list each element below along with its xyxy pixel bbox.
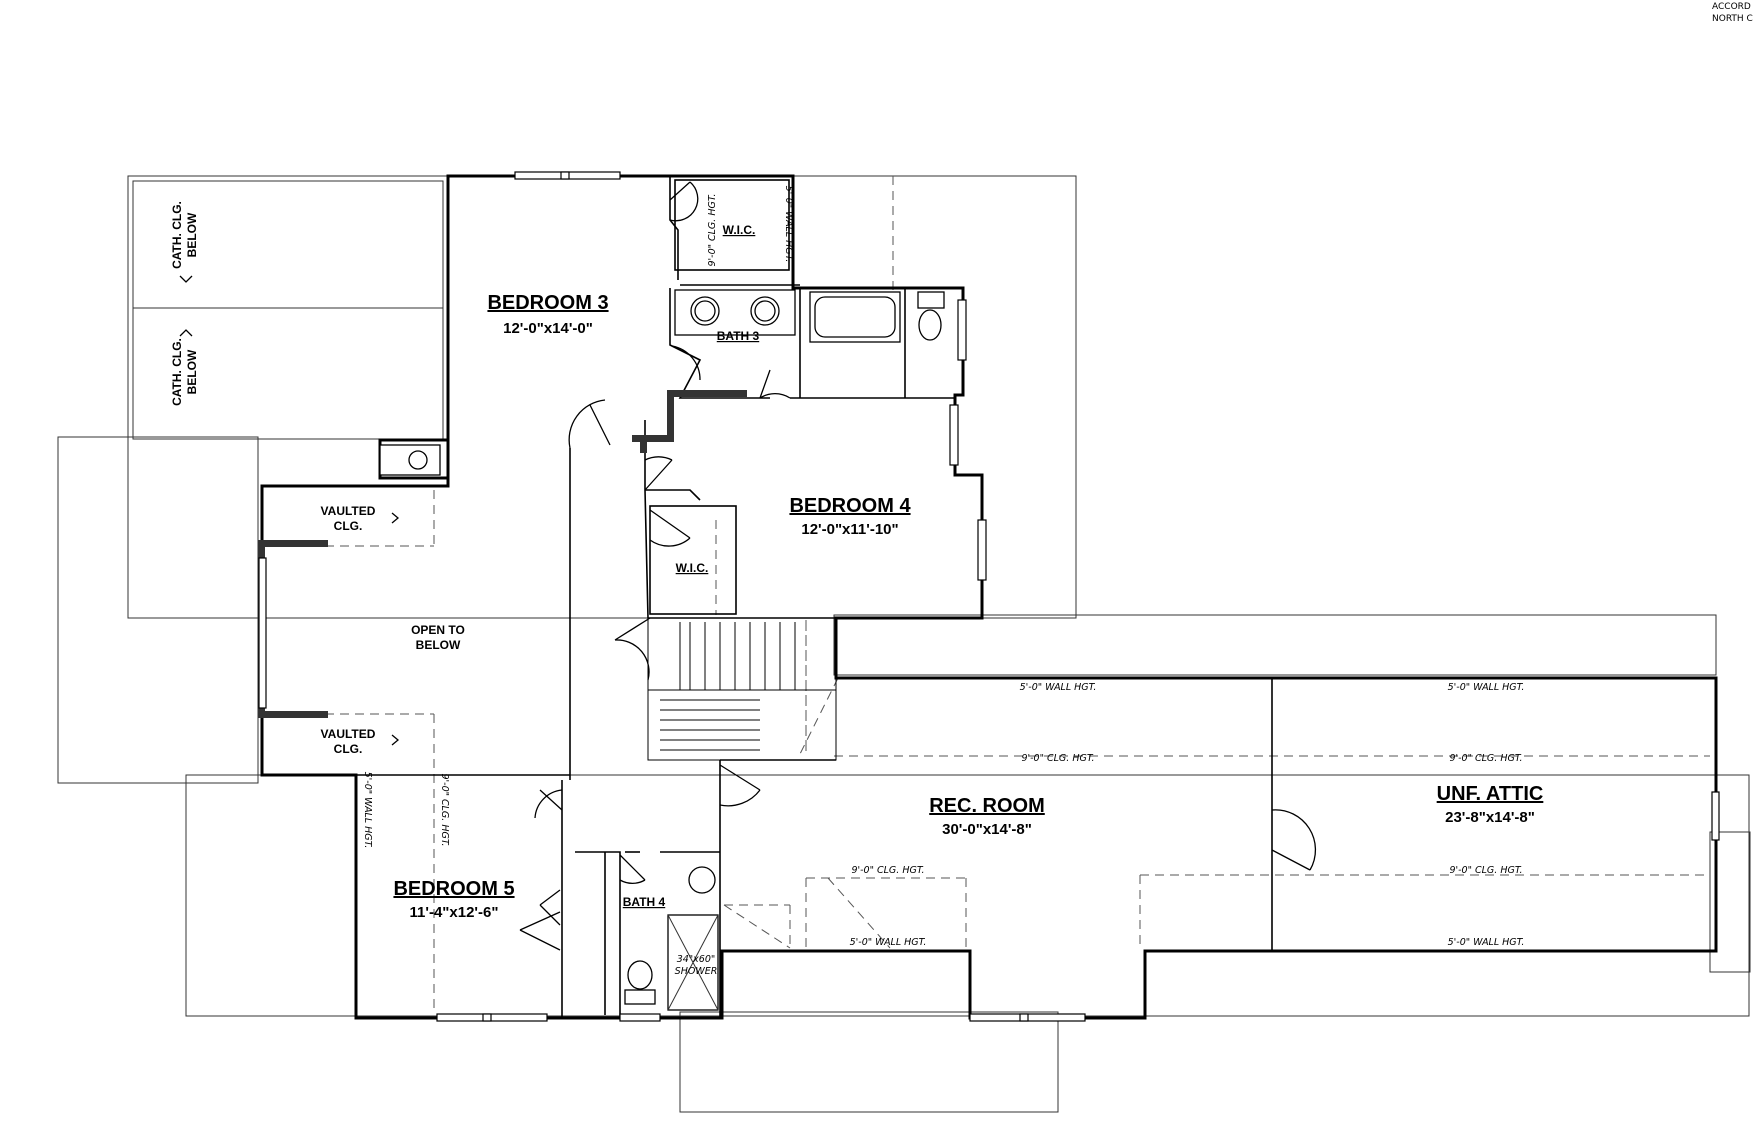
attic-wall-top-note: 5'-0" WALL HGT. [1448, 682, 1525, 693]
open-to-below-line-1: OPEN TO [411, 623, 465, 637]
cath-upper-line-2: BELOW [185, 212, 199, 257]
fixtures [379, 289, 945, 1011]
corner-note-line-2: NORTH C [1712, 14, 1753, 24]
unf-attic-name: UNF. ATTIC [1437, 783, 1544, 805]
rec-wall-top-note: 5'-0" WALL HGT. [1020, 682, 1097, 693]
attic-clg-mid-note: 9'-0" CLG. HGT. [1449, 753, 1522, 764]
cath-lower-arrow-icon [179, 329, 193, 337]
vaulted-top-line-2: CLG. [334, 519, 363, 533]
unf-attic-dims: 23'-8"x14'-8" [1445, 809, 1535, 826]
cath-upper-line-1: CATH. CLG. [170, 201, 184, 269]
rec-room-name: REC. ROOM [929, 795, 1045, 817]
cath-lower-line-2: BELOW [185, 349, 199, 394]
vaulted-top-arrow-icon [391, 512, 400, 524]
bed5-wall-note: 5'-0" WALL HGT. [362, 772, 373, 849]
bath-3-label: BATH 3 [717, 329, 760, 343]
shower-line-1: 34"x60" [677, 954, 716, 965]
rec-room-dims: 30'-0"x14'-8" [942, 821, 1032, 838]
wic-wall-note: 5'-0" WALL HGT. [783, 186, 794, 263]
cath-upper-arrow-icon [179, 275, 193, 283]
vaulted-bottom-line-1: VAULTED [321, 727, 376, 741]
arrows [179, 275, 400, 746]
vaulted-top-line-1: VAULTED [321, 504, 376, 518]
bedroom-4-name: BEDROOM 4 [789, 495, 911, 517]
attic-wall-bottom-note: 5'-0" WALL HGT. [1448, 937, 1525, 948]
stairs [647, 617, 837, 761]
heavy-walls [258, 390, 747, 718]
doors [519, 181, 1317, 951]
rec-clg-mid-note: 9'-0" CLG. HGT. [1021, 753, 1094, 764]
bed5-clg-note: 9'-0" CLG. HGT. [439, 773, 450, 846]
bath-4-label: BATH 4 [623, 895, 666, 909]
cath-lower-line-1: CATH. CLG. [170, 338, 184, 406]
bedroom-3-name: BEDROOM 3 [487, 292, 608, 314]
wic-mid-label: W.I.C. [676, 561, 709, 575]
bedroom-5-dims: 11'-4"x12'-6" [410, 904, 499, 921]
bedroom-5-name: BEDROOM 5 [393, 878, 514, 900]
interior-walls [356, 176, 1273, 1018]
bedroom-4-dims: 12'-0"x11'-10" [801, 521, 898, 538]
rec-clg-low-note: 9'-0" CLG. HGT. [851, 865, 924, 876]
roof-outline [57, 175, 1751, 1113]
shower-line-2: SHOWER [675, 966, 718, 977]
bedroom-3-dims: 12'-0"x14'-0" [503, 320, 593, 337]
vaulted-bottom-arrow-icon [391, 734, 400, 746]
windows [258, 171, 1720, 1022]
wic-clg-note: 9'-0" CLG. HGT. [707, 193, 718, 266]
corner-note-line-1: ACCORD [1712, 2, 1751, 12]
open-to-below-line-2: BELOW [416, 638, 461, 652]
vaulted-bottom-line-2: CLG. [334, 742, 363, 756]
wic-top-label: W.I.C. [723, 223, 756, 237]
rec-wall-bottom-note: 5'-0" WALL HGT. [850, 937, 927, 948]
attic-clg-low-note: 9'-0" CLG. HGT. [1449, 865, 1522, 876]
